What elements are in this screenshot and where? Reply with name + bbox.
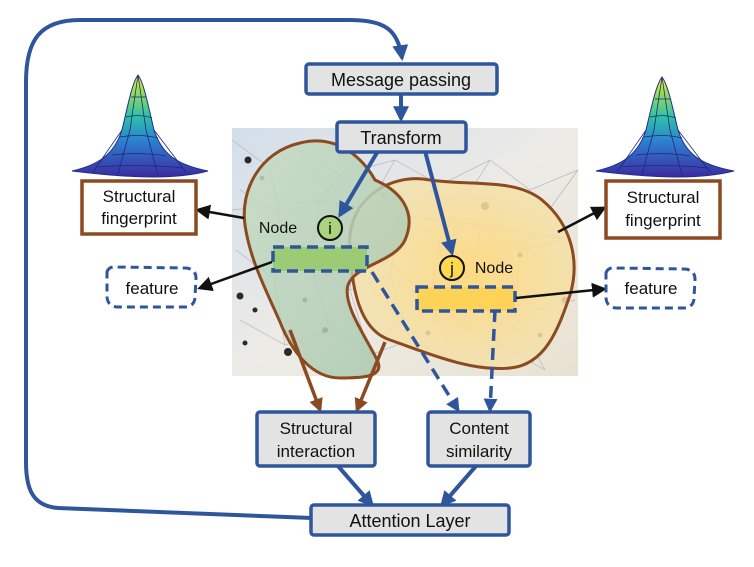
structural-interaction-line2: interaction — [277, 442, 355, 461]
node-j-symbol: j — [449, 259, 454, 278]
feature-bar-node-j — [415, 285, 517, 313]
structural-interaction-line1: Structural — [280, 419, 353, 438]
left-fingerprint-line1: Structural — [103, 187, 176, 206]
right-fingerprint-box: Structural fingerprint — [604, 179, 722, 240]
arrow-to-right-fingerprint — [557, 206, 607, 234]
arrow-to-left-fingerprint — [195, 204, 245, 220]
arrow-to-left-feature — [197, 260, 273, 291]
content-similarity-line1: Content — [449, 419, 509, 438]
attention-layer-label: Attention Layer — [349, 511, 470, 531]
node-j-label: Node — [475, 260, 513, 277]
arrow-transform-to-node-i — [338, 149, 380, 218]
arrow-transform-to-node-j — [423, 150, 457, 257]
arrow-feature-i-to-content — [370, 271, 460, 413]
node-j-circle — [439, 255, 465, 281]
left-fingerprint-line2: fingerprint — [101, 209, 177, 228]
attention-layer-box: Attention Layer — [309, 503, 511, 537]
node-i-circle — [317, 215, 343, 241]
node-i-symbol: i — [328, 219, 332, 238]
arrow-feature-j-to-content — [483, 309, 498, 413]
surface-plot-icon-left — [71, 74, 209, 178]
message-passing-box: Message passing — [304, 62, 499, 96]
left-feature-box: feature — [105, 265, 198, 309]
feedback-loop-line — [24, 18, 409, 520]
structural-interaction-box: Structural interaction — [255, 410, 377, 468]
right-fingerprint-line1: Structural — [627, 188, 700, 207]
left-feature-label: feature — [126, 279, 179, 298]
surface-plot-icon-right — [595, 76, 735, 178]
transform-box: Transform — [335, 120, 468, 154]
arrow-to-right-feature — [515, 282, 607, 300]
node-i-label: Node — [259, 220, 297, 237]
content-similarity-line2: similarity — [446, 442, 513, 461]
left-fingerprint-box: Structural fingerprint — [80, 179, 198, 236]
right-feature-label: feature — [625, 279, 678, 298]
arrow-right-region-to-structural — [354, 341, 387, 413]
arrow-left-region-to-structural — [288, 329, 323, 413]
content-similarity-box: Content similarity — [426, 410, 532, 468]
transform-label: Transform — [360, 128, 441, 148]
right-fingerprint-line2: fingerprint — [625, 211, 701, 230]
arrow-content-to-attention — [439, 464, 478, 508]
message-passing-label: Message passing — [331, 70, 471, 90]
feature-bar-node-i — [271, 245, 369, 273]
arrow-structural-to-attention — [336, 464, 375, 508]
right-feature-box: feature — [604, 266, 697, 310]
